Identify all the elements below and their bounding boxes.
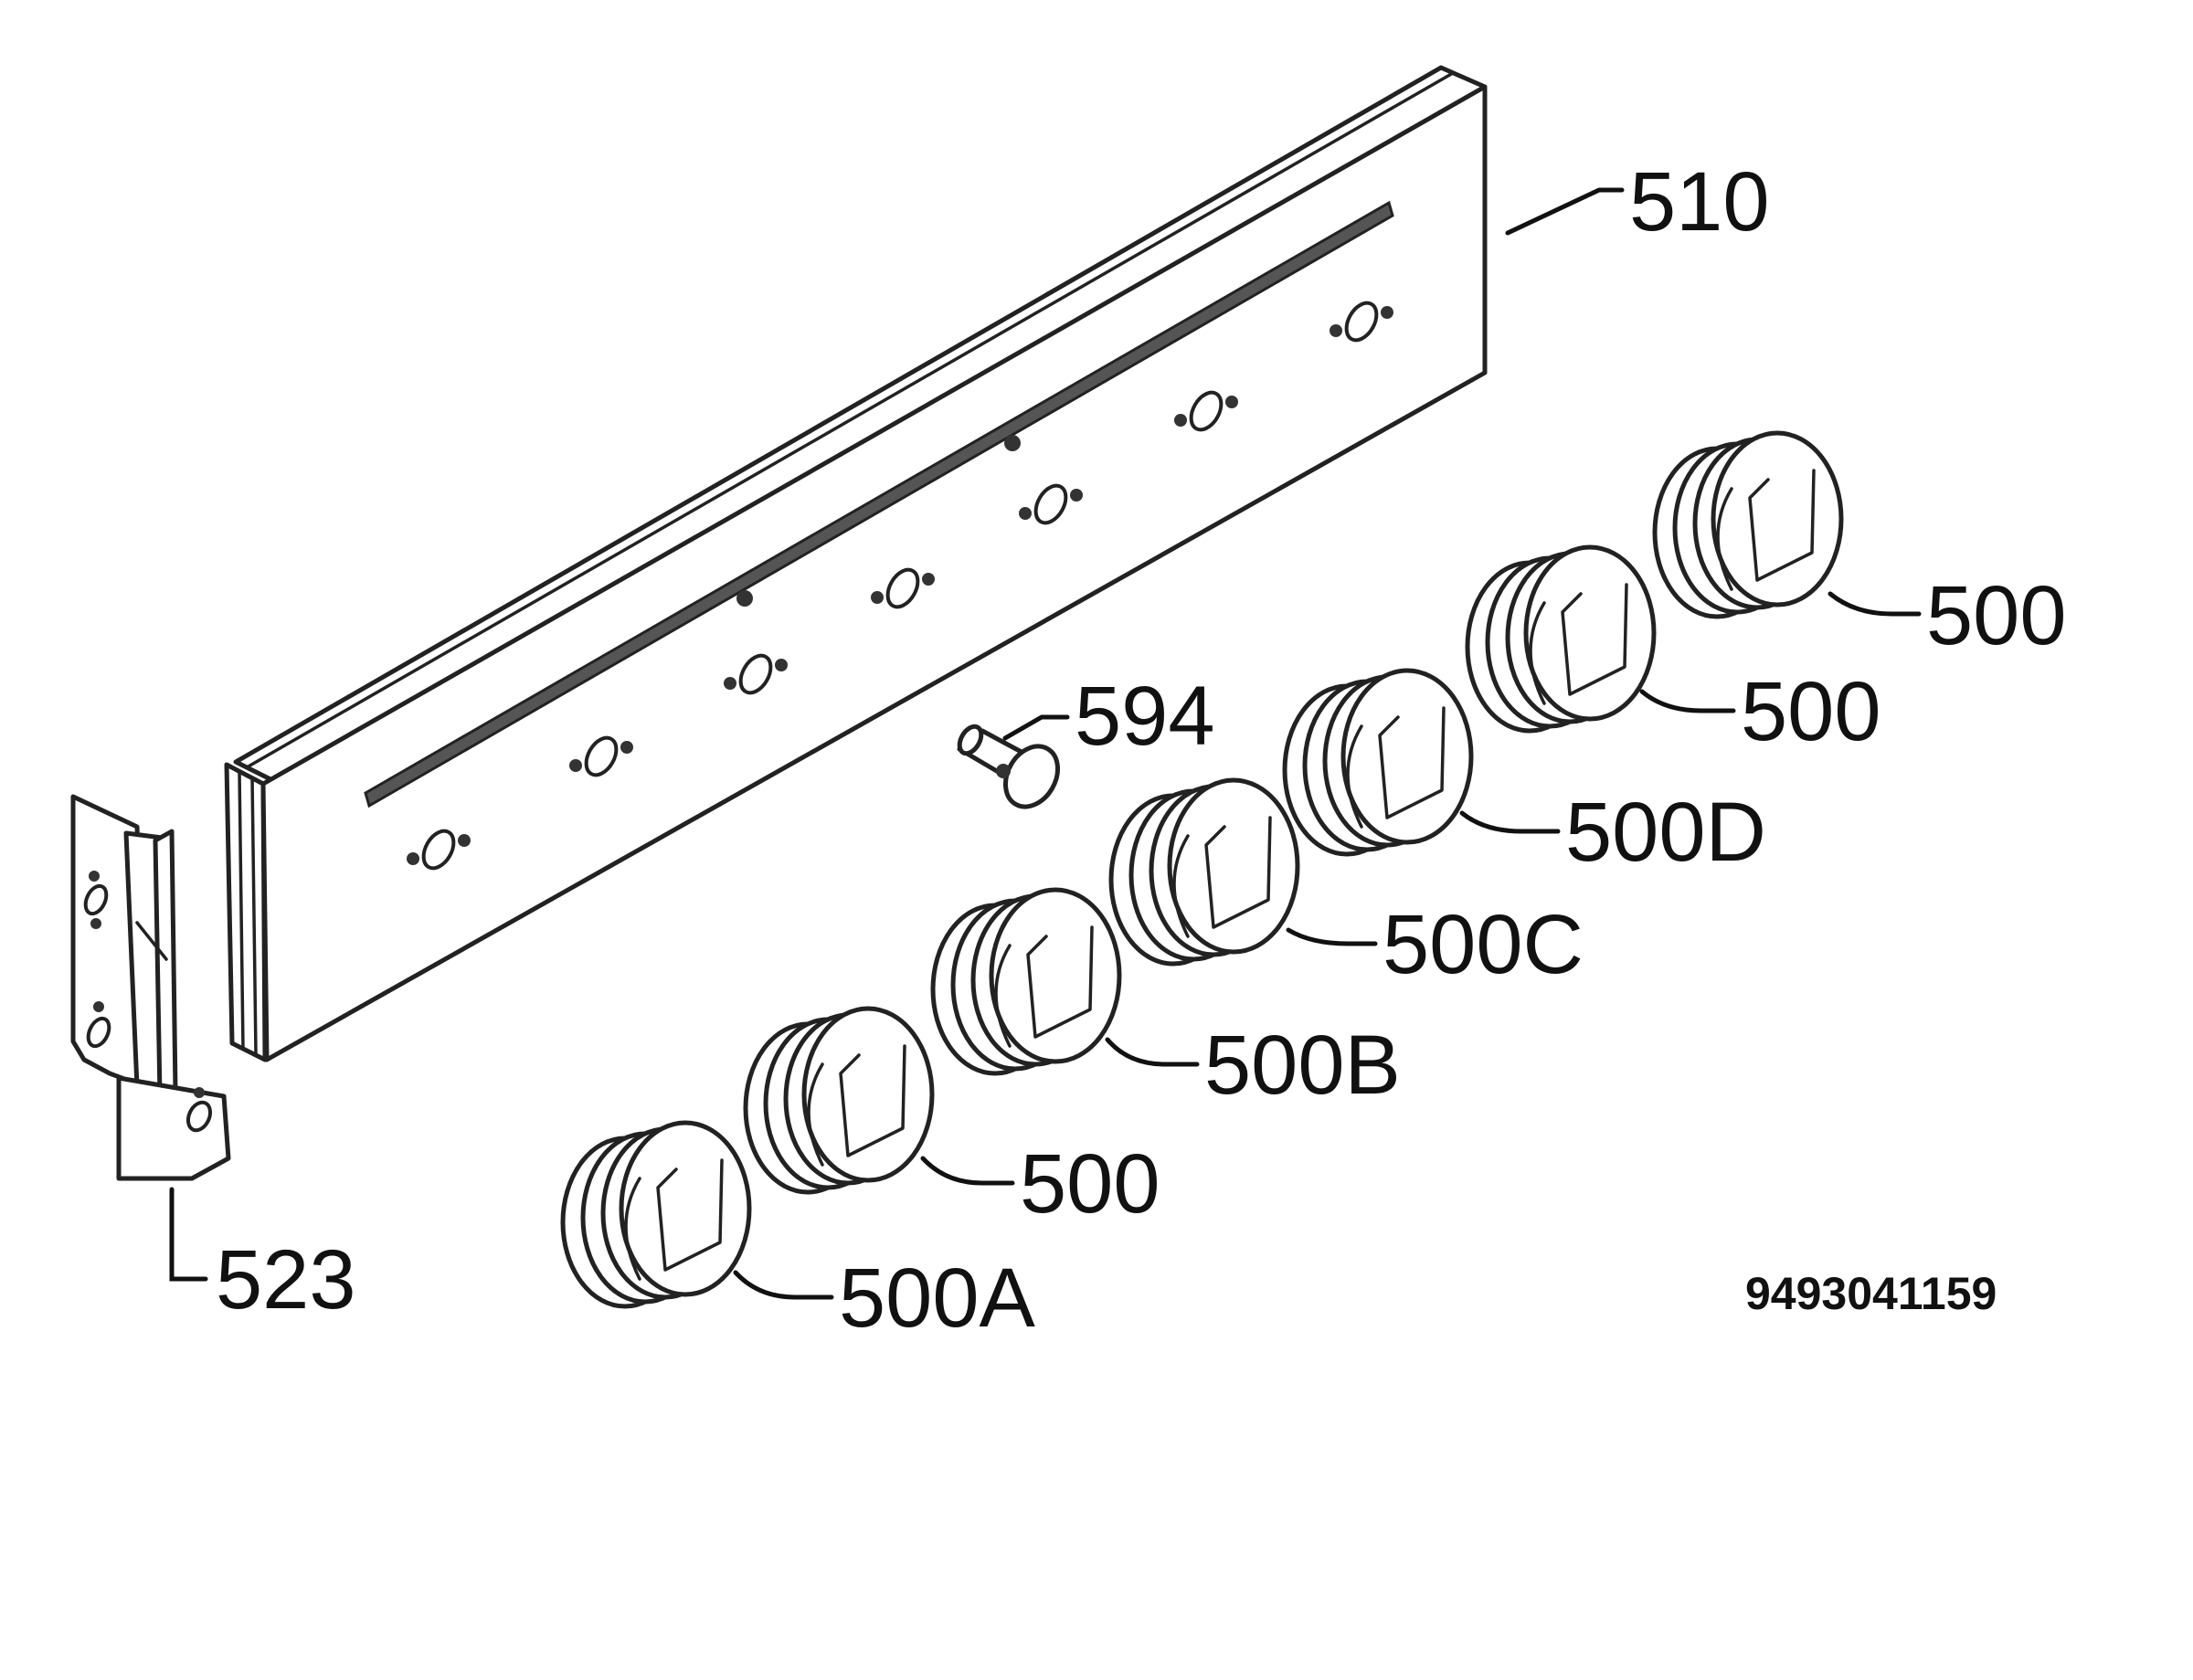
label-510: 510	[1629, 155, 1770, 248]
knob-500-2	[1467, 547, 1654, 731]
label-500a: 500A	[839, 1252, 1035, 1345]
label-500-3: 500	[1926, 569, 2067, 662]
knob-500b	[933, 890, 1119, 1073]
control-panel-510	[224, 65, 1488, 1062]
label-500b: 500B	[1204, 1019, 1401, 1112]
knob-500a	[563, 1123, 749, 1306]
leader-lines	[169, 187, 1922, 1300]
drawing-code: 9493041159	[1745, 1268, 1997, 1319]
knob-500-1	[746, 1009, 932, 1192]
knob-500-3	[1655, 433, 1841, 617]
callout-labels: 510 523 594 500A 500 500B 500C 500D 500 …	[216, 155, 2067, 1345]
pin-594	[957, 724, 1061, 809]
label-500c: 500C	[1383, 898, 1584, 991]
panel-knob-holes	[407, 301, 1393, 871]
label-594: 594	[1075, 670, 1215, 763]
knob-500d	[1285, 671, 1471, 854]
label-523: 523	[216, 1233, 356, 1326]
label-500d: 500D	[1565, 786, 1766, 879]
label-500-1: 500	[1020, 1137, 1160, 1231]
knob-500c	[1111, 780, 1298, 964]
label-500-2: 500	[1741, 665, 1881, 758]
side-bracket-523	[70, 794, 231, 1181]
